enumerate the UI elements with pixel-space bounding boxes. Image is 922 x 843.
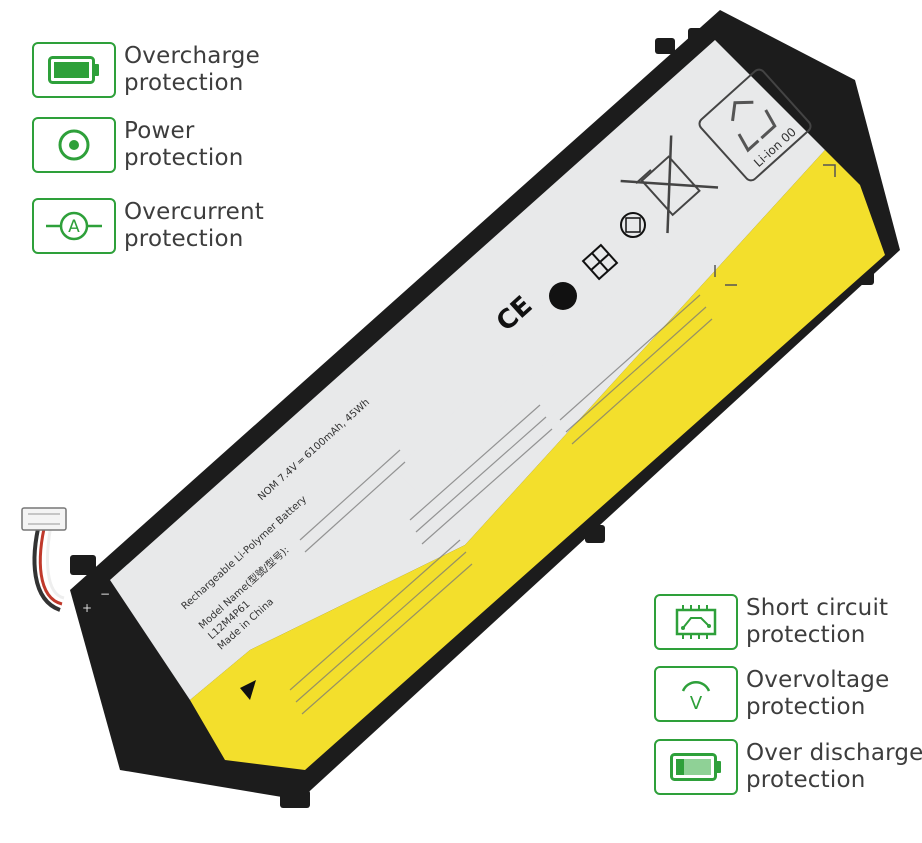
feature-short-circuit-line1: Short circuit: [746, 595, 889, 621]
china-mark-icon: [581, 243, 619, 281]
feature-power: Power protection: [32, 117, 244, 173]
feature-short-circuit: Short circuit protection: [654, 594, 888, 650]
feature-overvoltage-line1: Overvoltage: [746, 667, 890, 693]
polarity-plus: +: [82, 601, 92, 615]
battery-yellow-band: [190, 150, 885, 770]
feature-over-discharge-line1: Over discharge: [746, 740, 922, 766]
feature-overcharge: Overcharge protection: [32, 42, 260, 98]
svg-text:V: V: [690, 693, 703, 714]
power-circle-icon: [32, 117, 116, 173]
svg-text:A: A: [68, 217, 80, 237]
feature-overcurrent: A Overcurrent protection: [32, 198, 264, 254]
weee-bin-icon: [620, 135, 719, 234]
circuit-board-icon: [654, 594, 738, 650]
feature-power-line2: protection: [124, 145, 244, 171]
no-disassemble-mark-icon: [620, 212, 646, 238]
feature-over-discharge: Over discharge protection: [654, 739, 922, 795]
feature-overvoltage-line2: protection: [746, 694, 866, 720]
battery-full-icon: [32, 42, 116, 98]
feature-overcurrent-line1: Overcurrent: [124, 199, 264, 225]
feature-short-circuit-line2: protection: [746, 622, 866, 648]
voltmeter-icon: V: [654, 666, 738, 722]
battery-connector-cable: [21, 507, 67, 612]
ammeter-icon: A: [32, 198, 116, 254]
feature-overcharge-line1: Overcharge: [124, 43, 260, 69]
polarity-minus: −: [100, 587, 110, 601]
certification-mark-icon: [549, 282, 577, 310]
feature-overcurrent-line2: protection: [124, 226, 244, 252]
feature-power-line1: Power: [124, 118, 195, 144]
warning-triangle-icon: [240, 680, 256, 700]
battery-silver-label: [110, 40, 825, 700]
feature-overvoltage: V Overvoltage protection: [654, 666, 889, 722]
feature-overcharge-line2: protection: [124, 70, 244, 96]
feature-over-discharge-line2: protection: [746, 767, 866, 793]
battery-low-icon: [654, 739, 738, 795]
